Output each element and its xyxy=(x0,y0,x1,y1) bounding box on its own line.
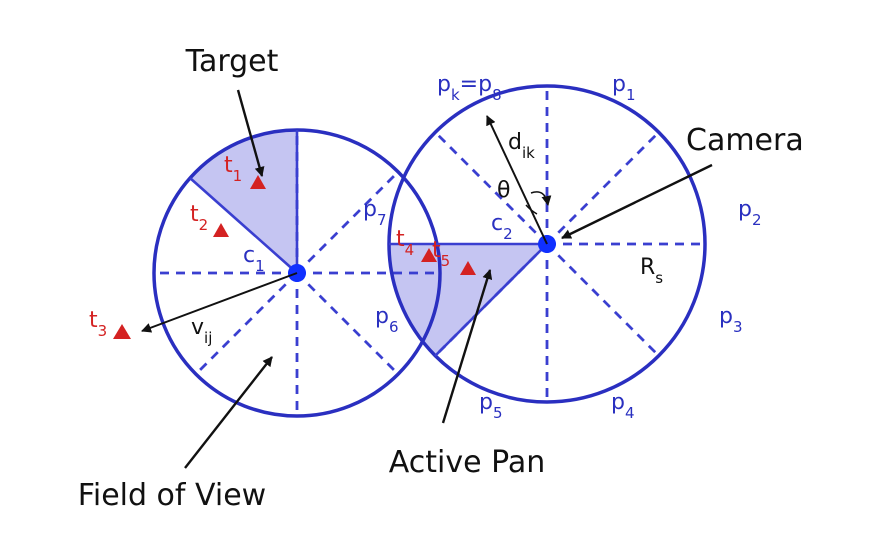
target-vector-arrow xyxy=(141,272,298,333)
pan-p1-label: p1 xyxy=(612,72,636,104)
pan-p6-label: p6 xyxy=(375,304,399,336)
left-active-sector xyxy=(190,129,297,273)
distance-vector-arrow xyxy=(486,115,548,245)
rs-label: Rs xyxy=(640,255,663,287)
target-t2-marker xyxy=(213,223,229,237)
fov-callout-arrow xyxy=(184,356,273,469)
pan-p5-label: p5 xyxy=(479,390,503,422)
target-markers xyxy=(113,175,476,339)
pan-p3-label: p3 xyxy=(719,304,743,336)
c1-label: c1 xyxy=(243,243,265,275)
c2-label: c2 xyxy=(491,211,513,243)
active-pan-callout-label: Active Pan xyxy=(389,445,545,480)
target-t1-marker xyxy=(250,175,266,189)
target-t2-label: t2 xyxy=(190,202,208,234)
pan-p2-label: p2 xyxy=(738,197,762,229)
target-t5-label: t5 xyxy=(432,238,450,270)
pk-p8-label: pk=p8 xyxy=(437,72,502,104)
camera-callout-label: Camera xyxy=(686,123,804,158)
target-t3-marker xyxy=(113,324,131,339)
theta-label: θ xyxy=(497,178,510,203)
left-camera-sectors xyxy=(152,128,442,418)
target-t5-marker xyxy=(460,261,476,275)
dik-label: dik xyxy=(508,130,535,162)
target-callout-arrow xyxy=(236,89,265,177)
right-camera-sectors xyxy=(387,84,707,404)
vij-label: vij xyxy=(191,315,212,347)
target-t1-label: t1 xyxy=(224,153,242,185)
target-t4-label: t4 xyxy=(396,227,414,259)
target-t3-label: t3 xyxy=(89,308,107,340)
active-pan-callout-arrow xyxy=(441,269,493,424)
field-of-view-callout-label: Field of View xyxy=(78,478,266,513)
camera-callout-arrow xyxy=(561,163,713,240)
target-callout-label: Target xyxy=(185,44,279,79)
pan-p4-label: p4 xyxy=(611,390,635,422)
target-t4-marker xyxy=(421,248,437,262)
pan-p7-label: p7 xyxy=(363,197,387,229)
